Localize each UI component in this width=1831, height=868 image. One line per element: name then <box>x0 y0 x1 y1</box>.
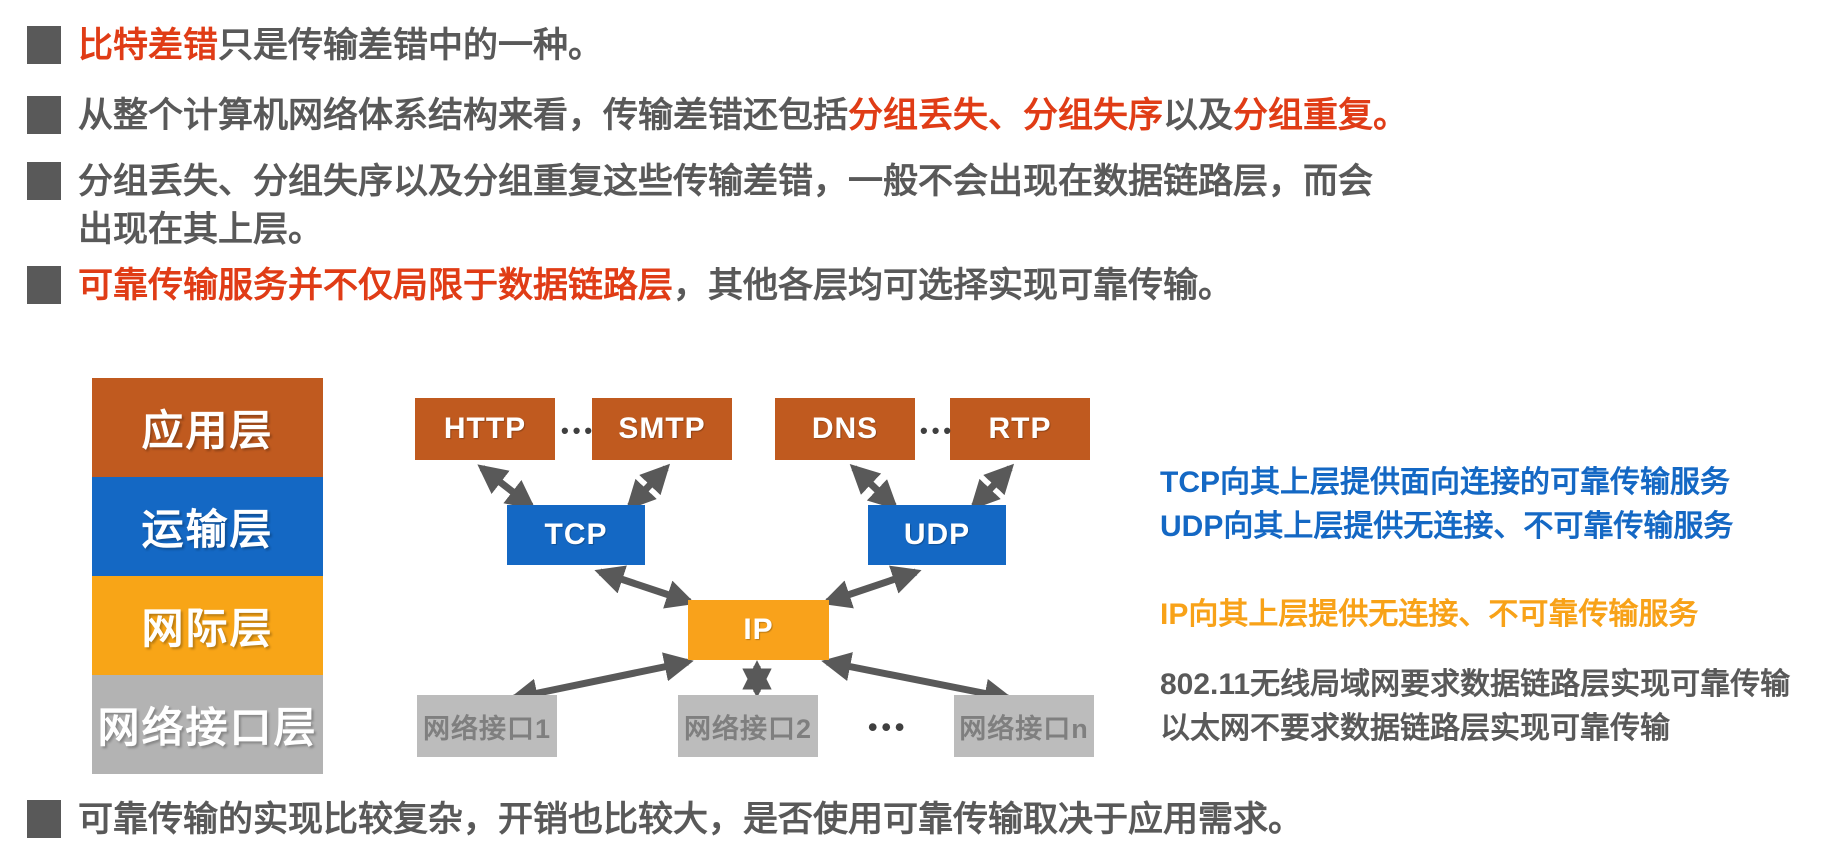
text-segment: 可靠传输的实现比较复杂，开销也比较大，是否使用可靠传输取决于应用需求。 <box>78 800 1304 839</box>
annotation-ethernet: 以太网不要求数据链路层实现可靠传输 <box>1160 712 1670 745</box>
bullet-4: 可靠传输服务并不仅局限于数据链路层，其他各层均可选择实现可靠传输。 <box>27 262 1233 310</box>
bullet-square-icon <box>27 96 61 134</box>
text-segment: 以及 <box>1163 96 1234 135</box>
annotation-tcp: TCP向其上层提供面向连接的可靠传输服务 <box>1160 466 1730 499</box>
protocol-box-dns: DNS <box>775 398 915 460</box>
protocol-box-smtp: SMTP <box>592 398 732 460</box>
protocol-layer-stack: 应用层 运输层 网际层 网络接口层 <box>92 378 323 774</box>
bullet-3: 分组丢失、分组失序以及分组重复这些传输差错，一般不会出现在数据链路层，而会 <box>27 158 1373 206</box>
protocol-box-rtp: RTP <box>950 398 1090 460</box>
bullet-square-icon <box>27 266 61 304</box>
protocol-box-ip: IP <box>688 600 829 660</box>
bullet-5: 可靠传输的实现比较复杂，开销也比较大，是否使用可靠传输取决于应用需求。 <box>27 796 1303 844</box>
text-segment: ，其他各层均可选择实现可靠传输。 <box>673 266 1234 305</box>
text-segment: 分组丢失、分组失序 <box>848 96 1164 135</box>
bullet-1-text: 比特差错只是传输差错中的一种。 <box>78 22 603 70</box>
arrow-tcp-ip <box>594 565 696 609</box>
arrow-ip-interface1 <box>508 652 694 708</box>
text-segment: 比特差错 <box>78 26 219 65</box>
protocol-box-tcp: TCP <box>507 505 645 565</box>
arrow-udp-ip <box>821 565 922 609</box>
arrow-http-tcp <box>477 464 536 510</box>
bullet-1: 比特差错只是传输差错中的一种。 <box>27 22 603 70</box>
text-segment: 从整个计算机网络体系结构来看，传输差错还包括 <box>78 96 849 135</box>
layer-application: 应用层 <box>92 378 323 477</box>
ellipsis-dots: ••• <box>920 418 956 443</box>
protocol-box-http: HTTP <box>415 398 555 460</box>
diagram-arrows <box>477 463 1015 708</box>
arrow-dns-udp <box>849 463 899 511</box>
layer-internet: 网际层 <box>92 576 323 675</box>
box-network-interface-n: 网络接口n <box>954 695 1094 757</box>
ellipsis-dots: ••• <box>868 712 909 742</box>
bullet-3-text-line2: 出现在其上层。 <box>78 210 324 249</box>
text-segment: 分组重复。 <box>1233 96 1409 135</box>
annotation-wlan: 802.11无线局域网要求数据链路层实现可靠传输 <box>1160 668 1791 701</box>
bullet-3-text-line1: 分组丢失、分组失序以及分组重复这些传输差错，一般不会出现在数据链路层，而会 <box>78 158 1373 206</box>
text-segment: 可靠传输服务并不仅局限于数据链路层 <box>78 266 674 305</box>
bullet-2: 从整个计算机网络体系结构来看，传输差错还包括分组丢失、分组失序以及分组重复。 <box>27 92 1408 140</box>
arrow-rtp-udp <box>969 463 1015 511</box>
bullet-square-icon <box>27 26 61 64</box>
text-segment: 分组丢失、分组失序以及分组重复这些传输差错，一般不会出现在数据链路层，而会 <box>78 162 1374 201</box>
layer-transport: 运输层 <box>92 477 323 576</box>
text-segment: 只是传输差错中的一种。 <box>218 26 604 65</box>
bullet-2-text: 从整个计算机网络体系结构来看，传输差错还包括分组丢失、分组失序以及分组重复。 <box>78 92 1408 140</box>
box-network-interface-1: 网络接口1 <box>417 695 557 757</box>
layer-network-interface: 网络接口层 <box>92 675 323 774</box>
box-network-interface-2: 网络接口2 <box>678 695 818 757</box>
protocol-box-udp: UDP <box>868 505 1006 565</box>
annotation-udp: UDP向其上层提供无连接、不可靠传输服务 <box>1160 510 1734 543</box>
arrow-smtp-tcp <box>625 463 671 511</box>
bullet-4-text: 可靠传输服务并不仅局限于数据链路层，其他各层均可选择实现可靠传输。 <box>78 262 1233 310</box>
arrow-ip-interfacen <box>821 652 1014 708</box>
bullet-square-icon <box>27 800 61 838</box>
ellipsis-dots: ••• <box>561 418 597 443</box>
annotation-ip: IP向其上层提供无连接、不可靠传输服务 <box>1160 598 1699 631</box>
bullet-square-icon <box>27 162 61 200</box>
bullet-5-text: 可靠传输的实现比较复杂，开销也比较大，是否使用可靠传输取决于应用需求。 <box>78 796 1303 844</box>
